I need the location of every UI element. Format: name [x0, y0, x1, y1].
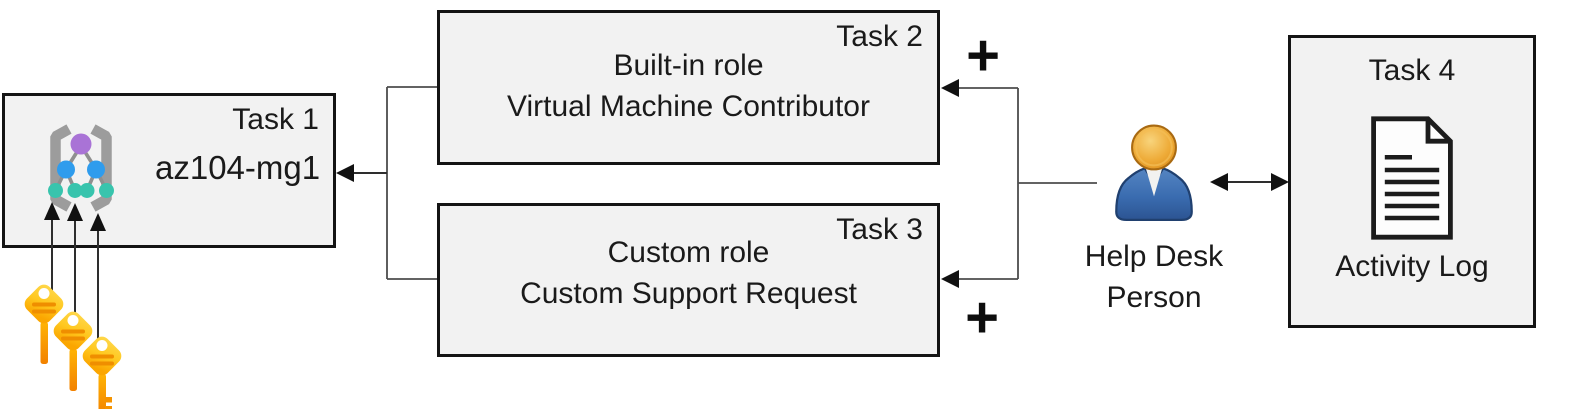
task4-caption: Activity Log [1335, 250, 1489, 283]
document-icon [1371, 116, 1453, 240]
management-group-row: az104-mg1 [33, 120, 320, 216]
task3-line2: Custom Support Request [520, 277, 857, 310]
keys-group [21, 281, 125, 409]
task3-label: Task 3 [836, 213, 923, 246]
task3-box: Task 3 Custom role Custom Support Reques… [437, 203, 940, 357]
task4-label: Task 4 [1368, 54, 1456, 87]
person-label-line1: Help Desk [1084, 240, 1224, 273]
task3-line1: Custom role [607, 236, 770, 269]
plus-sign-bottom: + [965, 285, 999, 350]
management-group-icon [48, 124, 114, 212]
task4-box: Task 4 Activity Log [1288, 35, 1536, 328]
task1-label: Task 1 [232, 103, 319, 136]
key-icon [79, 333, 125, 409]
task2-line2: Virtual Machine Contributor [507, 90, 870, 123]
task3-text: Custom role Custom Support Request [440, 232, 937, 314]
task2-text: Built-in role Virtual Machine Contributo… [440, 45, 937, 127]
person-icon [1115, 124, 1193, 222]
person-label: Help Desk Person [1044, 236, 1264, 318]
task2-label: Task 2 [836, 20, 923, 53]
task1-box: Task 1 az104-mg1 [2, 93, 336, 248]
plus-sign-top: + [966, 23, 1000, 88]
task2-line1: Built-in role [613, 49, 764, 82]
management-group-name: az104-mg1 [155, 149, 321, 186]
arrow-person-activity-log [1210, 173, 1289, 191]
connector-roles-to-management-group [336, 86, 437, 280]
person-label-line2: Person [1106, 281, 1202, 314]
task2-box: Task 2 Built-in role Virtual Machine Con… [437, 10, 940, 165]
